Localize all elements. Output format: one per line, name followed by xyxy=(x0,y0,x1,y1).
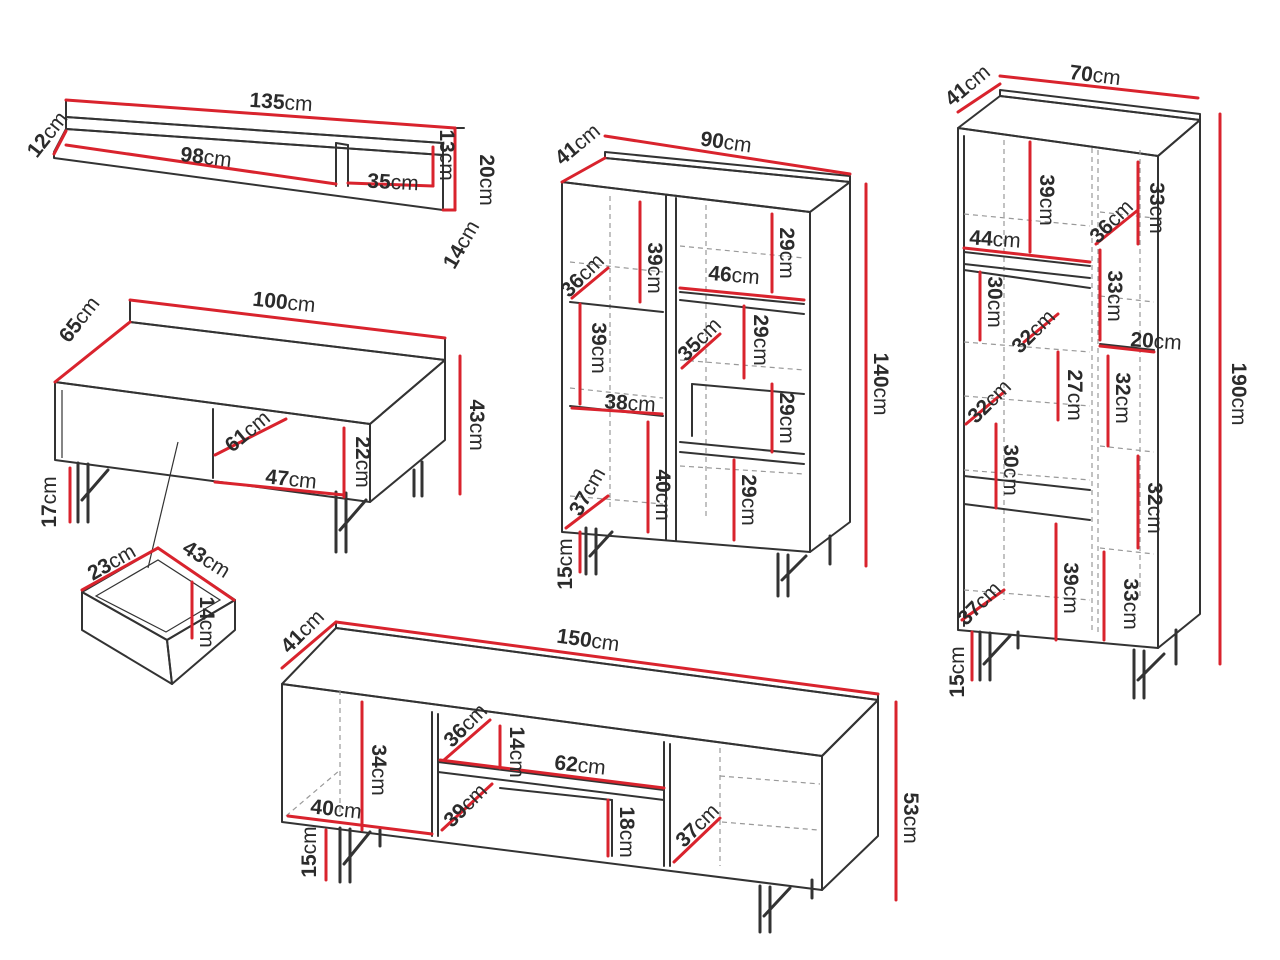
dimension-label-cabinet-70-height: 190cm xyxy=(1227,362,1250,425)
dimension-label-coffee-table-leg-height: 17cm xyxy=(38,476,61,527)
dimension-label-cabinet-90-leg-height: 15cm xyxy=(554,538,577,589)
dimension-label-wall-shelf-compartment-height: 13cm xyxy=(435,129,458,180)
dimension-label-cabinet-70-left-second-height: 30cm xyxy=(983,276,1006,327)
dimension-label-coffee-table-width: 100cm xyxy=(252,287,317,316)
dimension-label-tv-stand-height: 53cm xyxy=(899,792,922,843)
cabinet-90 xyxy=(560,134,868,598)
dimension-label-tv-stand-middle-width: 62cm xyxy=(553,751,606,779)
dimension-label-cabinet-70-shelf-width: 44cm xyxy=(969,226,1022,253)
dimension-label-wall-shelf-compartment-width: 35cm xyxy=(367,169,419,195)
wall-shelf xyxy=(52,98,465,212)
cabinet-70 xyxy=(956,74,1222,700)
dimension-label-cabinet-90-right-bottom-height: 29cm xyxy=(737,474,760,525)
dimension-label-cabinet-90-right-diag: 35cm xyxy=(673,313,726,366)
dimension-label-coffee-table-drawer-diagonal: 61cm xyxy=(220,406,274,457)
dimension-label-tv-stand-left-width: 40cm xyxy=(309,795,362,823)
dimension-label-tv-stand-leg-height: 15cm xyxy=(298,826,321,877)
dimension-label-cabinet-70-bottom-center-height: 39cm xyxy=(1059,562,1082,613)
coffee-table xyxy=(53,298,462,569)
dimension-label-cabinet-70-left-third-height: 30cm xyxy=(999,444,1022,495)
dimension-label-cabinet-70-bottom-diag: 37cm xyxy=(953,577,1006,630)
dimension-label-coffee-table-drawer-detail-depth: 23cm xyxy=(84,539,140,585)
dimension-label-cabinet-90-width: 90cm xyxy=(699,127,753,157)
dimension-label-tv-stand-middle-top-height: 14cm xyxy=(505,726,528,777)
dimension-label-cabinet-90-right-shelf-width: 46cm xyxy=(707,261,760,288)
dimension-label-cabinet-90-right-mid-height: 29cm xyxy=(749,314,772,365)
dimension-label-cabinet-90-left-mid-height: 39cm xyxy=(587,322,610,373)
dimension-label-cabinet-70-right-second-height: 33cm xyxy=(1103,270,1126,321)
dimension-label-cabinet-70-right-shelf-width: 20cm xyxy=(1130,328,1183,355)
dimension-label-wall-shelf-width: 135cm xyxy=(249,88,313,115)
dimension-label-cabinet-70-right-third-height: 32cm xyxy=(1111,372,1134,423)
dimension-label-tv-stand-middle-lower-height: 18cm xyxy=(615,806,638,857)
tv-stand xyxy=(280,620,898,934)
dimension-label-cabinet-70-top-right-diag: 36cm xyxy=(1085,195,1138,248)
dimension-label-cabinet-70-right-fourth-height: 32cm xyxy=(1143,482,1166,533)
dimension-label-cabinet-70-top-right-height: 33cm xyxy=(1145,182,1168,233)
dimension-label-cabinet-70-leg-height: 15cm xyxy=(946,646,969,697)
dimension-label-coffee-table-drawer-detail-height: 14cm xyxy=(195,596,218,647)
dimension-label-cabinet-70-bottom-right-height: 33cm xyxy=(1119,578,1142,629)
dimension-label-tv-stand-right-diag: 37cm xyxy=(671,799,724,852)
dimension-label-cabinet-70-top-left-height: 39cm xyxy=(1035,174,1058,225)
dimension-label-tv-stand-left-height: 34cm xyxy=(367,744,390,795)
dimension-label-cabinet-70-diag-32-a: 32cm xyxy=(1007,305,1060,358)
dimension-label-coffee-table-drawer-height: 22cm xyxy=(351,436,374,487)
dimension-label-wall-shelf-shelf-depth: 14cm xyxy=(438,217,484,273)
dimension-label-cabinet-70-center-height: 27cm xyxy=(1063,369,1086,420)
dimension-label-cabinet-70-width: 70cm xyxy=(1068,61,1122,90)
dimension-label-cabinet-90-left-upper-height: 39cm xyxy=(643,242,666,293)
dimension-label-cabinet-90-left-shelf-width: 38cm xyxy=(604,390,657,417)
dimension-label-coffee-table-depth: 65cm xyxy=(54,292,104,347)
dimension-label-cabinet-70-depth: 41cm xyxy=(940,60,994,111)
dimension-label-cabinet-90-height: 140cm xyxy=(869,352,892,415)
dimension-label-cabinet-90-left-lower-height: 40cm xyxy=(651,469,674,520)
dimension-label-cabinet-90-right-third-height: 29cm xyxy=(775,392,798,443)
dimension-label-wall-shelf-inner-width: 98cm xyxy=(179,143,233,172)
dimension-label-cabinet-90-right-top-height: 29cm xyxy=(775,227,798,278)
dimension-label-cabinet-90-left-lower-diag: 37cm xyxy=(564,464,610,520)
dimension-label-wall-shelf-total-height: 20cm xyxy=(475,154,498,205)
dimension-label-tv-stand-width: 150cm xyxy=(555,624,621,656)
dimension-label-cabinet-70-diag-32-b: 32cm xyxy=(963,375,1016,428)
dimension-label-tv-stand-middle-lower-diag: 39cm xyxy=(439,779,492,832)
dimension-label-coffee-table-drawer-width: 47cm xyxy=(264,465,317,493)
dimension-label-coffee-table-height: 43cm xyxy=(465,399,488,450)
drawer-detail xyxy=(80,546,236,685)
dimension-label-coffee-table-drawer-detail-width: 43cm xyxy=(179,536,235,583)
